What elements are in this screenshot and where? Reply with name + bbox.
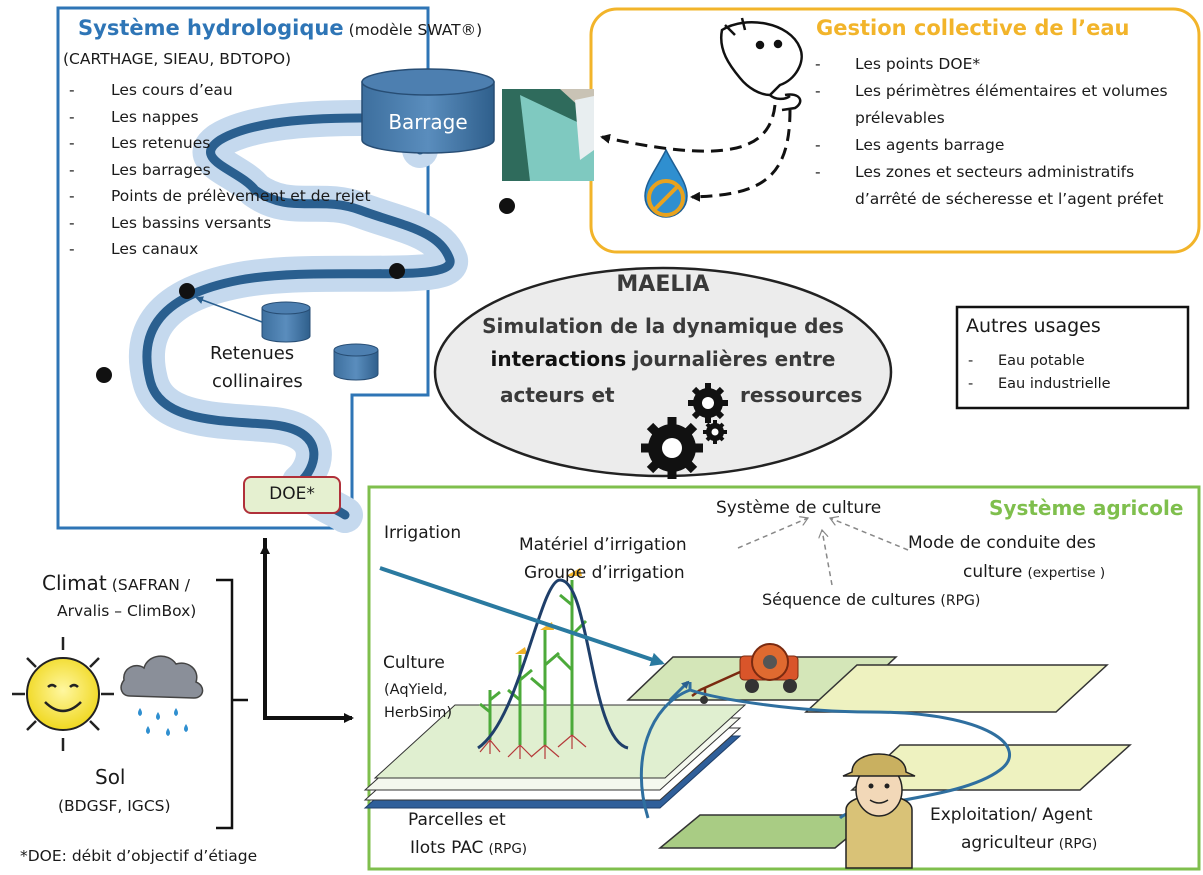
parcelles-label-2: Ilots PAC (RPG) xyxy=(410,838,527,858)
exploit-label-2: agriculteur (RPG) xyxy=(961,833,1097,853)
sequence-text: Séquence de cultures xyxy=(762,590,936,609)
mode-culture: culture xyxy=(963,562,1023,582)
water-drop-icon xyxy=(644,148,688,218)
irrigation-label: Irrigation xyxy=(384,523,462,543)
climate-soil-bracket xyxy=(216,578,248,830)
mode-source: (expertise ) xyxy=(1027,565,1106,581)
hydro-list: Les cours d’eau Les nappes Les retenues … xyxy=(65,77,445,263)
autres-list: Eau potable Eau industrielle xyxy=(966,350,1181,396)
hydro-title: Système hydrologique xyxy=(78,16,344,40)
mode-label-2: culture (expertise ) xyxy=(963,562,1105,582)
sol-title: Sol xyxy=(95,765,126,789)
point-dot xyxy=(389,263,405,279)
retenue-cylinder-2 xyxy=(333,343,379,381)
parcelles-source: (RPG) xyxy=(488,841,528,857)
list-item: Eau potable xyxy=(966,350,1181,373)
irrigation-machine-icon xyxy=(691,643,799,704)
climat-title: Climat xyxy=(42,571,107,595)
exploit-label-1: Exploitation/ Agent xyxy=(930,805,1093,825)
gestion-title: Gestion collective de l’eau xyxy=(816,16,1130,40)
mode-label-1: Mode de conduite des xyxy=(908,533,1096,553)
parcel-right-1 xyxy=(804,664,1109,713)
irrigation-arrow xyxy=(379,566,665,667)
agri-title: Système agricole xyxy=(989,496,1184,520)
culture-label: Culture xyxy=(383,653,445,673)
sol-sources: (BDGSF, IGCS) xyxy=(58,797,171,815)
sequence-source: (RPG) xyxy=(940,593,981,609)
retenue-cylinder-1 xyxy=(261,301,311,343)
hydro-box xyxy=(56,6,430,530)
doe-box xyxy=(243,476,341,514)
rain-cloud-icon xyxy=(120,655,204,736)
list-item: Les zones et secteurs administratifs d’a… xyxy=(815,159,1191,213)
autres-title: Autres usages xyxy=(966,315,1101,337)
hydro-title-suffix: (modèle SWAT®) xyxy=(348,21,483,39)
farmer-icon xyxy=(842,753,916,869)
dashed-arrow-sequence xyxy=(822,530,833,586)
climat-sources-2: Arvalis – ClimBox) xyxy=(57,602,197,620)
dam-photo xyxy=(502,89,594,181)
maelia-ellipse xyxy=(433,266,893,478)
list-item: Les points DOE* xyxy=(815,51,1191,78)
maelia-line1: Simulation de la dynamique des xyxy=(482,314,844,338)
list-item: Eau industrielle xyxy=(966,373,1181,396)
maelia-line2-bold: interactions xyxy=(490,347,627,371)
maelia-line2-rest: journalières entre xyxy=(632,347,836,371)
materiel-label-1: Matériel d’irrigation xyxy=(519,535,687,555)
culture-source-1: (AqYield, xyxy=(384,682,448,698)
input-arrow xyxy=(263,538,354,723)
list-item: Les périmètres élémentaires et volumes p… xyxy=(815,78,1191,132)
maelia-line3-left: acteurs et xyxy=(500,383,615,407)
exploit-text: agriculteur xyxy=(961,833,1054,853)
culture-source-2: HerbSim) xyxy=(384,705,453,721)
dashed-arrow-to-drop xyxy=(690,109,792,202)
retenue-link xyxy=(195,296,263,323)
parcelles-text: Ilots PAC xyxy=(410,838,484,858)
point-dot xyxy=(499,198,515,214)
materiel-label-2: Groupe d’irrigation xyxy=(524,563,685,583)
climat-sources-1: (SAFRAN / xyxy=(111,576,190,594)
barrage-label: Barrage xyxy=(388,110,468,134)
list-item: Points de prélèvement et de rejet xyxy=(65,183,445,210)
point-dot xyxy=(179,283,195,299)
gestion-list: Les points DOE* Les périmètres élémentai… xyxy=(815,51,1191,213)
maelia-line2: interactions journalières entre xyxy=(460,347,866,371)
list-item: Les agents barrage xyxy=(815,132,1191,159)
retenues-label-2: collinaires xyxy=(212,371,303,392)
parcelles-label-1: Parcelles et xyxy=(408,810,506,830)
list-item: Les bassins versants xyxy=(65,210,445,237)
list-item: Les nappes xyxy=(65,104,445,131)
parcel-bottom xyxy=(657,814,878,849)
autres-box xyxy=(955,305,1190,410)
climat-line: Climat (SAFRAN / xyxy=(42,571,190,595)
maelia-title: MAELIA xyxy=(616,272,710,297)
list-item: Les barrages xyxy=(65,157,445,184)
hydro-sources: (CARTHAGE, SIEAU, BDTOPO) xyxy=(63,50,292,68)
irrigation-path-head xyxy=(668,680,690,702)
dashed-arrow-to-dam xyxy=(600,104,777,153)
footnote: *DOE: débit d’objectif d’étiage xyxy=(20,847,258,865)
systeme-culture-label: Système de culture xyxy=(716,498,882,518)
point-dot xyxy=(96,367,112,383)
list-item: Les retenues xyxy=(65,130,445,157)
exploit-source: (RPG) xyxy=(1058,836,1098,852)
gears-icon xyxy=(641,383,728,479)
retenues-label-1: Retenues xyxy=(210,343,295,364)
list-item: Les canaux xyxy=(65,236,445,263)
dashed-arrow-mode xyxy=(830,518,909,551)
doe-label: DOE* xyxy=(269,484,315,504)
sequence-label: Séquence de cultures (RPG) xyxy=(762,590,980,609)
thinking-man-icon xyxy=(719,17,803,112)
maelia-line3-right: ressources xyxy=(740,383,863,407)
root-systems xyxy=(479,734,587,759)
irrigation-path xyxy=(639,682,1012,820)
agri-box xyxy=(367,485,1201,871)
list-item: Les cours d’eau xyxy=(65,77,445,104)
hydro-title-line: Système hydrologique (modèle SWAT®) xyxy=(78,16,482,40)
dashed-arrow-materiel xyxy=(737,518,808,549)
growth-curve xyxy=(477,578,629,750)
sun-icon xyxy=(12,637,114,751)
